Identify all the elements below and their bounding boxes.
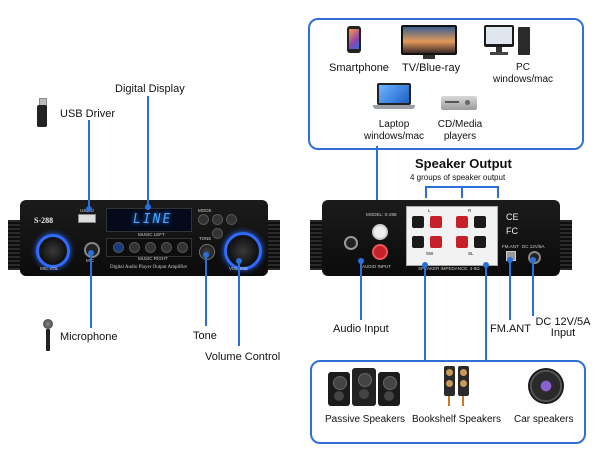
terminal-l-label: L (428, 208, 431, 213)
pc-icon (484, 25, 534, 57)
speaker-impedance-label: SPEAKER IMPEDANCE: 4-8Ω (418, 266, 480, 271)
microphone-dot (88, 250, 94, 256)
terminal-lead-left-dot (422, 262, 428, 268)
back-model-label: MODEL: S-288 (366, 212, 397, 217)
car-speakers-label: Car speakers (514, 414, 574, 425)
cd-player-label: CD/Media players (437, 119, 483, 142)
audio-input-printed-label: AUDIO INPUT (362, 264, 392, 269)
terminal-sl-pos[interactable] (456, 236, 468, 248)
digital-display-lead (147, 96, 149, 206)
tv-label: TV/Blue-ray (402, 62, 461, 74)
audio-input-lead (360, 260, 362, 320)
vu-meter-panel (106, 238, 192, 257)
usb-port[interactable] (78, 214, 96, 223)
tone-dot (203, 252, 209, 258)
volume-control-dot (236, 258, 242, 264)
tone-lead (205, 254, 207, 326)
speaker-output-bracket-m (461, 186, 463, 198)
dc-input-dot (530, 257, 536, 263)
front-model-label: S-288 (34, 216, 54, 225)
music-left-label: MUSIC LEFT (138, 232, 165, 237)
bookshelf-speakers-icon (444, 366, 470, 408)
terminal-sl-label: SL (468, 251, 474, 256)
speaker-output-bracket-l (425, 186, 427, 198)
speaker-output-title: Speaker Output (415, 156, 512, 171)
digital-display: LINE (106, 208, 192, 232)
terminal-sw-neg[interactable] (412, 236, 424, 248)
rca-jack-red[interactable] (372, 244, 388, 260)
dc-printed-label: DC 12V/5A (522, 244, 545, 249)
audio-jack-3-5[interactable] (344, 236, 358, 250)
passive-speakers-label: Passive Speakers (325, 414, 406, 425)
audio-input-callout: Audio Input (333, 323, 389, 335)
usb-driver-lead (88, 120, 90, 208)
tone-callout: Tone (193, 330, 217, 342)
music-right-label: MUSIC RIGHT (138, 256, 168, 261)
product-name-label: Digital Audio Player Output Amplifier (110, 265, 188, 270)
ce-mark: CE (506, 212, 519, 222)
smartphone-label: Smartphone (329, 62, 389, 74)
mic-volume-knob[interactable] (36, 234, 70, 268)
microphone-lead (90, 252, 92, 328)
usb-driver-icon (37, 98, 47, 128)
tone-printed-label: TONE (199, 236, 212, 241)
tv-icon (401, 25, 457, 59)
laptop-icon (373, 83, 415, 113)
cd-player-icon (441, 96, 477, 110)
terminal-sl-neg[interactable] (474, 236, 486, 248)
pc-label: PC windows/mac (492, 62, 554, 85)
car-speaker-icon (528, 368, 564, 404)
eq-button-1[interactable] (113, 242, 124, 253)
terminal-r-pos[interactable] (456, 216, 468, 228)
audio-input-dot (358, 258, 364, 264)
eq-button-4[interactable] (161, 242, 172, 253)
volume-knob[interactable] (224, 232, 262, 270)
terminal-r-neg[interactable] (474, 216, 486, 228)
terminal-l-pos[interactable] (430, 216, 442, 228)
volume-control-callout: Volume Control (205, 351, 281, 363)
usb-driver-callout: USB Driver (60, 108, 116, 120)
speaker-output-subtitle: 4 groups of speaker output (410, 173, 506, 182)
terminal-lead-right (485, 264, 487, 360)
terminal-r-label: R (468, 208, 472, 213)
mic-vol-label: MIC.VOL (40, 266, 59, 271)
rca-jack-white[interactable] (372, 224, 388, 240)
fc-mark: FC (506, 226, 518, 236)
eq-button-5[interactable] (177, 242, 188, 253)
mode-button[interactable] (198, 214, 209, 225)
play-pause-button[interactable] (212, 214, 223, 225)
volume-control-lead (238, 260, 240, 346)
mode-label: MODE (198, 208, 212, 213)
bookshelf-speakers-label: Bookshelf Speakers (412, 414, 501, 425)
display-text: LINE (133, 212, 173, 227)
dc-input-callout: DC 12V/5A Input (535, 316, 591, 339)
digital-display-dot (145, 204, 151, 210)
terminal-lead-right-dot (483, 262, 489, 268)
terminal-lead-left (424, 264, 426, 360)
fm-ant-lead (509, 260, 511, 320)
smartphone-icon (347, 26, 361, 53)
laptop-label: Laptop windows/mac (363, 119, 425, 142)
terminal-l-neg[interactable] (412, 216, 424, 228)
digital-display-callout: Digital Display (115, 83, 185, 95)
eq-button-2[interactable] (129, 242, 140, 253)
prev-button[interactable] (212, 228, 223, 239)
terminal-sw-label: SW (426, 251, 434, 256)
dc-input-lead (532, 260, 534, 316)
next-button[interactable] (226, 214, 237, 225)
terminal-sw-pos[interactable] (430, 236, 442, 248)
usb-driver-dot (86, 206, 92, 212)
microphone-callout: Microphone (60, 331, 118, 343)
eq-button-3[interactable] (145, 242, 156, 253)
source-lead (376, 146, 378, 208)
fm-ant-printed-label: FM.ANT (502, 244, 519, 249)
passive-speakers-icon (328, 368, 400, 406)
speaker-output-bracket-r (497, 186, 499, 198)
fm-ant-dot (507, 257, 513, 263)
microphone-icon (43, 319, 53, 351)
fm-ant-callout: FM.ANT (490, 323, 531, 335)
